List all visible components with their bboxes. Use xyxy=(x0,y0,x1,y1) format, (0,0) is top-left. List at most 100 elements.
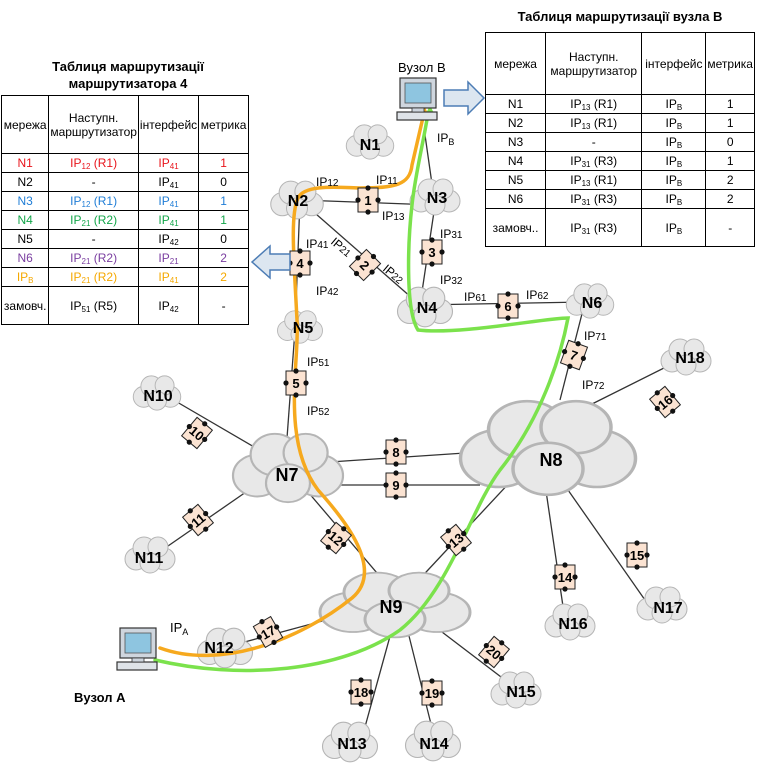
network-label-n4: N4 xyxy=(417,300,438,317)
cell-network: N5 xyxy=(0,229,50,249)
ip-label-ip12: IP12 xyxy=(316,175,339,189)
host-b-label: Вузол В xyxy=(398,60,446,75)
cell-next-hop: IP13 (R1) xyxy=(545,113,643,133)
cell-next-hop: IP13 (R1) xyxy=(545,94,643,114)
col-header-next-hop: Наступн. маршрутизатор xyxy=(48,95,139,154)
cell-network: N4 xyxy=(484,151,547,171)
router-9: 9 xyxy=(383,470,409,500)
host-a-label: Вузол А xyxy=(74,690,126,705)
host-b-ip: IPB xyxy=(437,131,454,147)
svg-text:17: 17 xyxy=(258,622,278,642)
cell-network: N3 xyxy=(484,132,547,152)
cell-interface: IP41 xyxy=(137,172,200,192)
router-6: 6 xyxy=(495,291,521,321)
router-7: 7 xyxy=(559,339,589,371)
network-label-n17: N17 xyxy=(653,600,682,617)
cell-next-hop: - xyxy=(48,229,139,249)
cell-network: N5 xyxy=(484,170,547,190)
cell-interface: IPB xyxy=(641,170,707,190)
network-label-n9: N9 xyxy=(379,597,402,617)
svg-text:7: 7 xyxy=(568,347,580,364)
cell-network: N2 xyxy=(0,172,50,192)
svg-text:1: 1 xyxy=(364,193,371,208)
cell-metric: 1 xyxy=(198,153,249,173)
ip-label-ip21: IP21 xyxy=(328,235,355,260)
router-20: 20 xyxy=(477,635,511,669)
svg-text:19: 19 xyxy=(425,686,439,701)
ip-label-ip31: IP31 xyxy=(440,227,463,241)
ip-label-ip52: IP52 xyxy=(307,404,330,418)
green-route xyxy=(153,111,571,673)
network-label-n6: N6 xyxy=(582,295,603,312)
router-10: 10 xyxy=(180,416,214,450)
table-4-title: Таблиця маршрутизації маршрутизатора 4 xyxy=(52,59,204,91)
network-label-n18: N18 xyxy=(675,350,704,367)
router-12: 12 xyxy=(319,521,353,555)
router-8: 8 xyxy=(383,437,409,467)
cell-interface: IPB xyxy=(641,113,707,133)
cell-network: замовч.. xyxy=(484,208,547,247)
cell-metric: 1 xyxy=(705,113,755,133)
ip-label-ip51: IP51 xyxy=(307,355,330,369)
svg-text:4: 4 xyxy=(296,256,304,271)
col-header-metric: метрика xyxy=(198,95,249,154)
ip-label-ip22: IP22 xyxy=(380,262,407,287)
host-b-computer-icon xyxy=(396,77,438,121)
network-label-n10: N10 xyxy=(143,388,172,405)
svg-text:5: 5 xyxy=(292,376,299,391)
cell-network: IPB xyxy=(0,267,50,287)
cell-interface: IP42 xyxy=(137,286,200,325)
cell-interface: IP42 xyxy=(137,229,200,249)
cloud-n8 xyxy=(458,399,638,497)
cell-next-hop: IP13 (R1) xyxy=(545,170,643,190)
ip-label-ip61: IP61 xyxy=(464,290,487,304)
cell-metric: - xyxy=(198,286,249,325)
col-header-next-hop: Наступн. маршрутизатор xyxy=(545,32,643,95)
svg-text:3: 3 xyxy=(428,245,435,260)
cell-interface: IPB xyxy=(641,189,707,209)
network-label-n16: N16 xyxy=(558,616,587,633)
svg-text:18: 18 xyxy=(354,685,368,700)
network-label-n13: N13 xyxy=(337,736,366,753)
network-label-n15: N15 xyxy=(506,684,535,701)
cell-interface: IP41 xyxy=(137,267,200,287)
cell-next-hop: - xyxy=(48,172,139,192)
cell-interface: IPB xyxy=(641,94,707,114)
cell-network: N3 xyxy=(0,191,50,211)
cell-interface: IP21 xyxy=(137,248,200,268)
cell-metric: 2 xyxy=(198,248,249,268)
cell-network: N4 xyxy=(0,210,50,230)
cell-interface: IP41 xyxy=(137,153,200,173)
col-header-metric: метрика xyxy=(705,32,755,95)
router-16: 16 xyxy=(648,385,682,419)
cell-interface: IP41 xyxy=(137,191,200,211)
svg-text:6: 6 xyxy=(504,299,511,314)
cell-metric: 0 xyxy=(198,229,249,249)
cell-next-hop: IP31 (R3) xyxy=(545,189,643,209)
table-row: замовч.IP51 (R5)IP42- xyxy=(0,286,249,325)
router-17: 17 xyxy=(252,615,284,649)
cell-metric: 1 xyxy=(705,94,755,114)
ip-label-ip13: IP13 xyxy=(382,209,405,223)
svg-text:8: 8 xyxy=(392,445,399,460)
router-3: 3 xyxy=(419,237,445,267)
ip-label-ip32: IP32 xyxy=(440,273,463,287)
svg-text:9: 9 xyxy=(392,478,399,493)
router-15: 15 xyxy=(624,540,650,570)
col-header-interface: інтерфейс xyxy=(641,32,707,95)
cell-metric: 1 xyxy=(705,151,755,171)
routing-table-host-b: мережа Наступн. маршрутизатор інтерфейс … xyxy=(484,32,755,247)
network-label-n5: N5 xyxy=(293,320,314,337)
router-19: 19 xyxy=(419,678,445,708)
cell-interface: IPB xyxy=(641,208,707,247)
ip-label-ip71: IP71 xyxy=(584,329,607,343)
cell-metric: 0 xyxy=(198,172,249,192)
table-b-title: Таблиця маршрутизації вузла В xyxy=(517,9,723,24)
